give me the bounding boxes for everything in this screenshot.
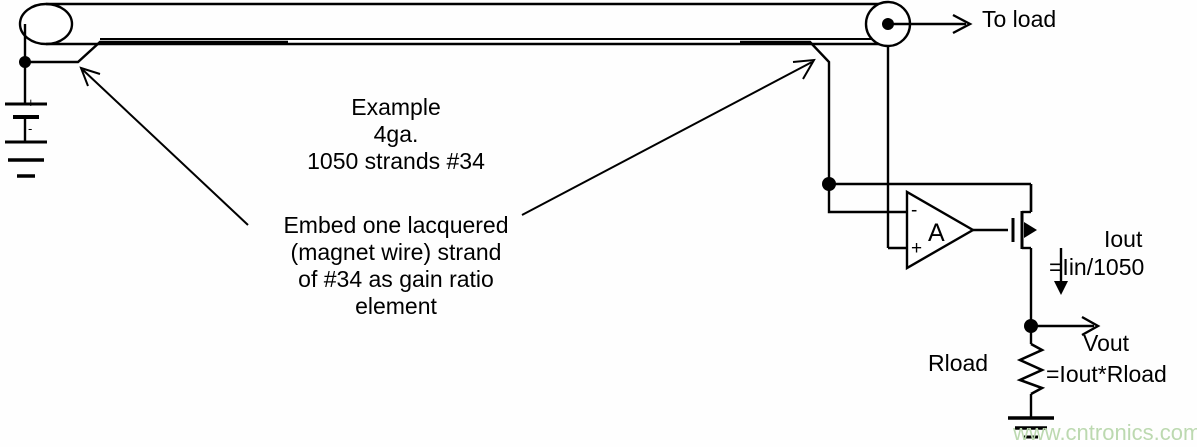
mosfet-body-arrow-icon	[1024, 222, 1037, 238]
opamp-noninverting-input-label: +	[911, 238, 923, 259]
battery-positive-label: +	[27, 95, 35, 110]
to-load-label: To load	[982, 6, 1057, 32]
iout-label: Iout	[1104, 226, 1143, 252]
site-watermark: www.cntronics.com	[1013, 420, 1197, 445]
sense-strand-right-breakout	[740, 40, 831, 184]
callout-arrow-right-shaft	[521, 61, 813, 216]
opamp-triangle	[905, 189, 976, 271]
cable-left-end-ellipse	[18, 2, 74, 46]
sense-strand-left-breakout	[25, 40, 288, 64]
inverting-input-wire	[827, 184, 907, 214]
callout-arrow-left-head-icon	[79, 66, 101, 87]
callout-arrow-left-shaft	[82, 69, 249, 226]
callout-arrow-right-head-icon	[792, 58, 816, 80]
iout-arrowhead-icon	[1054, 281, 1068, 295]
vout-arrowhead-icon	[1081, 315, 1101, 337]
cable-example-note: Example 4ga. 1050 strands #34	[307, 94, 485, 175]
vout-label: Vout	[1083, 330, 1130, 356]
opamp-label: A	[928, 219, 945, 247]
rload-label: Rload	[928, 350, 989, 376]
to-load-arrowhead-icon	[952, 13, 973, 35]
opamp-inverting-input-label: -	[911, 200, 918, 221]
rload-zigzag	[1016, 342, 1046, 396]
vout-equation-label: =Iout*Rload	[1046, 361, 1167, 387]
battery-negative-label: -	[28, 121, 33, 136]
embed-strand-note: Embed one lacquered (magnet wire) strand…	[283, 212, 509, 320]
iout-equation-label: =Iin/1050	[1049, 254, 1145, 280]
